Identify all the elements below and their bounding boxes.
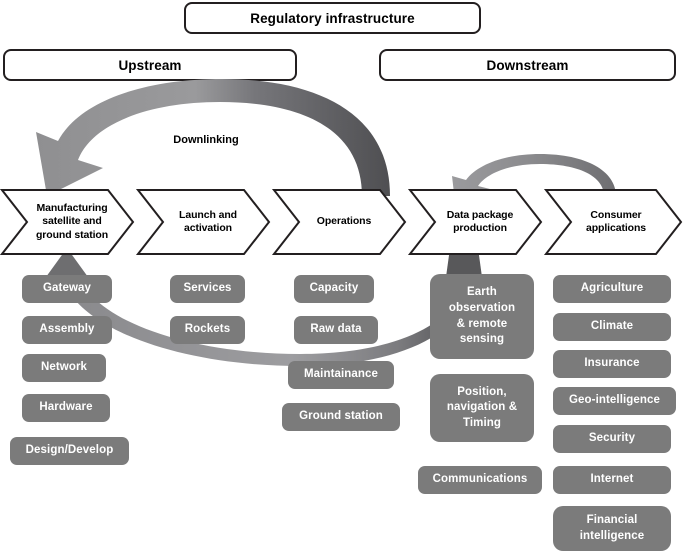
pill-assembly: Assembly: [22, 316, 112, 344]
pill-communications: Communications: [418, 466, 542, 494]
pill-position-navigation-timing: Position, navigation & Timing: [430, 374, 534, 442]
pill-security: Security: [553, 425, 671, 453]
pill-hardware: Hardware: [22, 394, 110, 422]
chevron-label-operations: Operations: [316, 215, 372, 228]
upstream-box: Upstream: [3, 49, 297, 81]
pill-internet: Internet: [553, 466, 671, 494]
pill-services: Services: [170, 275, 245, 303]
pill-raw-data: Raw data: [294, 316, 378, 344]
chevron-label-manufacturing: Manufacturing satellite and ground stati…: [35, 201, 109, 241]
pill-network: Network: [22, 354, 106, 382]
gateway-to-earthobservation-band: [75, 282, 474, 366]
pill-financial-intelligence: Financial intelligence: [553, 506, 671, 551]
regulatory-infrastructure-box: Regulatory infrastructure: [184, 2, 481, 34]
pill-gateway: Gateway: [22, 275, 112, 303]
pill-climate: Climate: [553, 313, 671, 341]
pill-earth-observation: Earth observation & remote sensing: [430, 274, 534, 359]
pill-geo-intelligence: Geo-intelligence: [553, 387, 676, 415]
chevron-label-datapackage: Data package production: [446, 208, 514, 234]
pill-agriculture: Agriculture: [553, 275, 671, 303]
chevron-label-launch: Launch and activation: [179, 208, 237, 234]
downstream-box: Downstream: [379, 49, 676, 81]
chevron-label-consumer: Consumer applications: [585, 208, 647, 234]
pill-maintainance: Maintainance: [288, 361, 394, 389]
pill-capacity: Capacity: [294, 275, 374, 303]
pill-ground-station: Ground station: [282, 403, 400, 431]
pill-rockets: Rockets: [170, 316, 245, 344]
pill-design-develop: Design/Develop: [10, 437, 129, 465]
pill-insurance: Insurance: [553, 350, 671, 378]
downlinking-label: Downlinking: [173, 134, 239, 146]
